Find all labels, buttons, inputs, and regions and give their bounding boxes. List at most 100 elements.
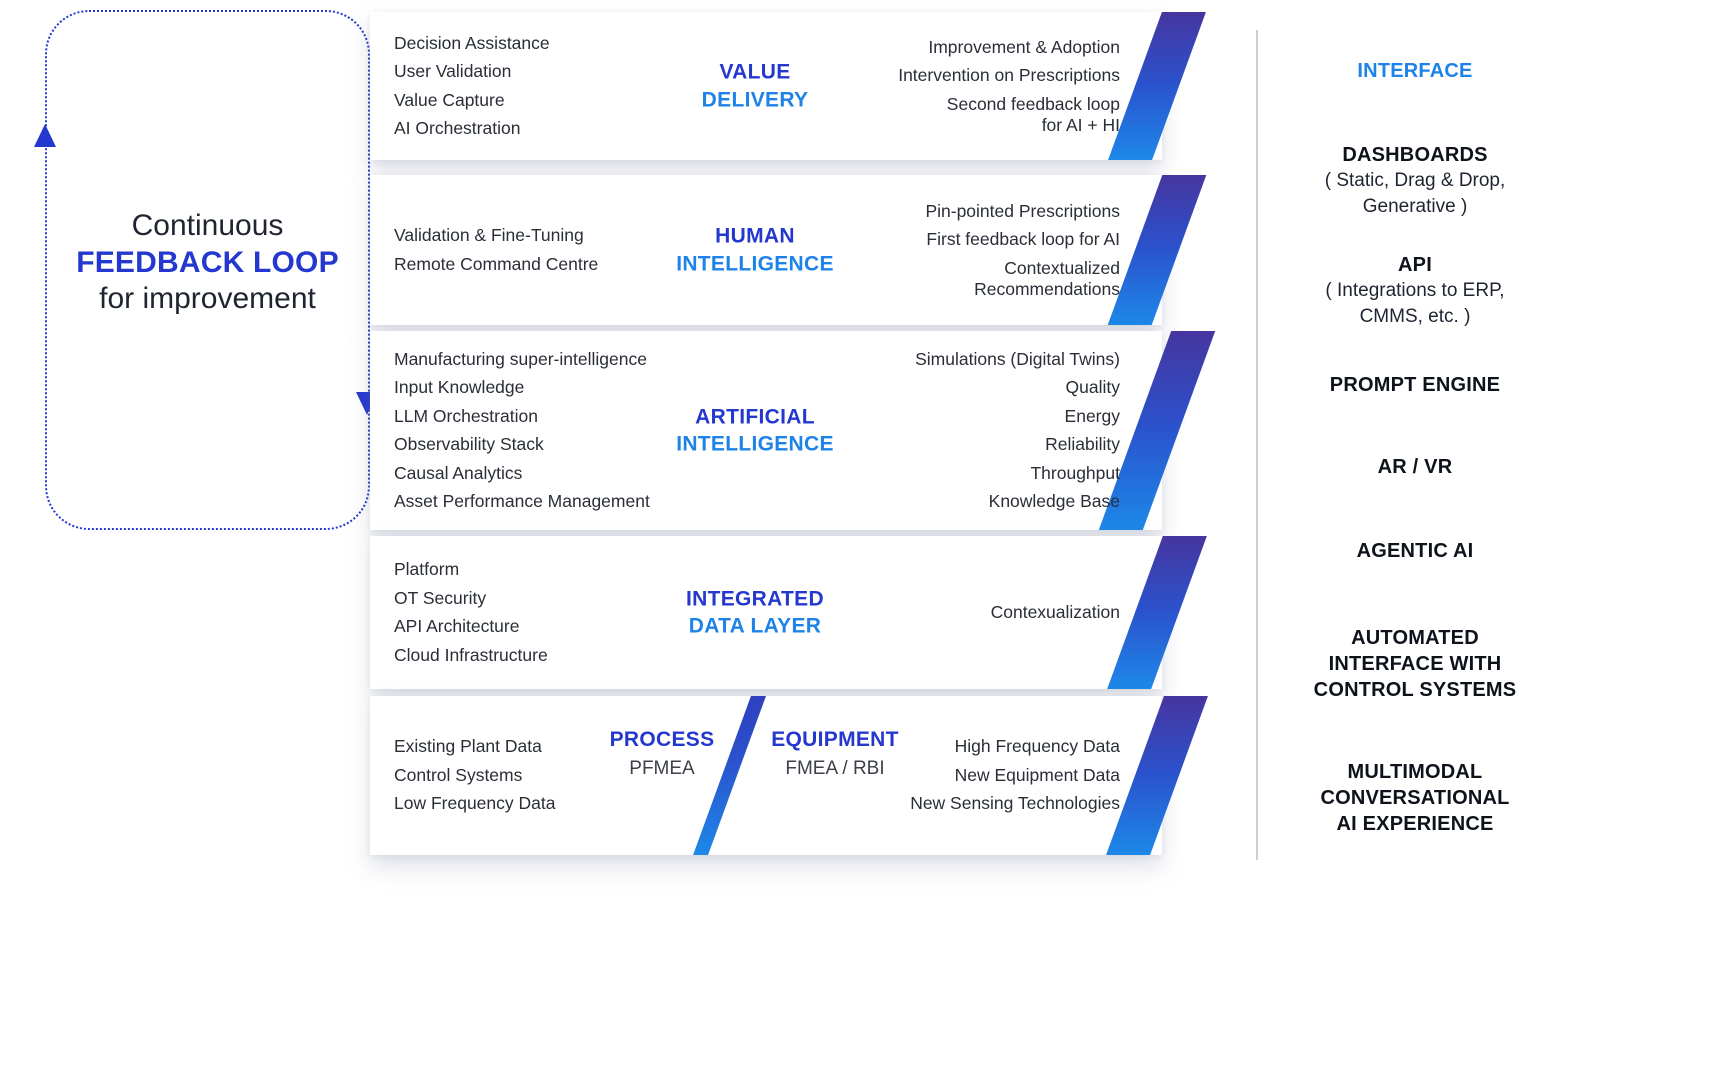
right-panel-label: INTERFACE <box>1357 60 1473 82</box>
layer-integrated-data-layer: Platform OT Security API Architecture Cl… <box>370 536 1215 689</box>
layer-item: Knowledge Base <box>988 491 1120 512</box>
layer-card <box>370 12 1162 160</box>
layer-item: OT Security <box>394 587 487 608</box>
layer-title-line1: HUMAN <box>715 224 795 248</box>
layer-title-line1: INTEGRATED <box>686 586 824 610</box>
layer-left-list: Existing Plant Data Control Systems Low … <box>394 696 555 855</box>
right-panel-label: CONVERSATIONAL <box>1320 787 1510 809</box>
layer-item: User Validation <box>394 61 512 82</box>
layer-title-line1: VALUE <box>719 60 791 84</box>
layer-item: High Frequency Data <box>954 736 1120 757</box>
layer-item: Energy <box>1064 405 1120 426</box>
layer-item: Second feedback loop for AI + HI <box>947 94 1120 135</box>
right-panel-label: CONTROL SYSTEMS <box>1313 679 1517 701</box>
layer-process-equipment: Existing Plant Data Control Systems Low … <box>370 696 1215 855</box>
layer-item: Manufacturing super-intelligence <box>394 348 647 369</box>
layer-item: New Sensing Technologies <box>910 793 1120 814</box>
layer-item: Validation & Fine-Tuning <box>394 225 584 246</box>
layer-item: Remote Command Centre <box>394 253 599 274</box>
layer-item: Cloud Infrastructure <box>394 644 548 665</box>
layer-item: Asset Performance Management <box>394 491 650 512</box>
layer-title-line2: DATA LAYER <box>688 614 822 638</box>
equipment-block: EQUIPMENT FMEA / RBI <box>745 728 925 780</box>
right-panel-label: DASHBOARDS <box>1342 144 1488 166</box>
right-panel-label: API <box>1398 254 1432 276</box>
layer-right-list: High Frequency Data New Equipment Data N… <box>910 696 1120 855</box>
vertical-divider <box>1256 30 1258 860</box>
equipment-subtitle: FMEA / RBI <box>785 758 885 779</box>
right-panel-label: AGENTIC AI <box>1356 540 1474 562</box>
right-panel-sublabel: CMMS, etc. ) <box>1359 305 1471 327</box>
layer-left-list: Manufacturing super-intelligence Input K… <box>394 331 650 530</box>
layer-left-list: Validation & Fine-Tuning Remote Command … <box>394 175 598 325</box>
layer-item: Platform <box>394 559 460 580</box>
layer-item: AI Orchestration <box>394 118 521 139</box>
right-panel-item-agentic-ai: AGENTIC AI <box>1265 538 1565 564</box>
right-panel-label: INTERFACE WITH <box>1328 653 1502 675</box>
layer-left-list: Platform OT Security API Architecture Cl… <box>394 536 548 689</box>
layer-item: Throughput <box>1030 462 1120 483</box>
layer-item: New Equipment Data <box>954 764 1120 785</box>
layer-right-list: Contexualization <box>991 536 1120 689</box>
right-panel-item-interface: INTERFACE <box>1265 58 1565 84</box>
equipment-title: EQUIPMENT <box>771 728 899 751</box>
layer-title-line2: INTELLIGENCE <box>676 252 834 275</box>
feedback-loop-label: Continuous FEEDBACK LOOP for improvement <box>45 208 370 318</box>
layer-item: Quality <box>1065 377 1120 398</box>
right-panel-item-api: API ( Integrations to ERP, CMMS, etc. ) <box>1265 252 1565 329</box>
feedback-loop-line1: Continuous <box>131 209 284 242</box>
right-panel-sublabel: Generative ) <box>1362 195 1468 217</box>
layer-title: HUMAN INTELLIGENCE <box>650 222 860 277</box>
layer-item: Low Frequency Data <box>394 793 556 814</box>
layer-item: Reliability <box>1045 434 1120 455</box>
layer-item: Contexualization <box>990 601 1120 622</box>
layer-item-line: Contextualized <box>1004 257 1120 278</box>
layer-title-line2: INTELLIGENCE <box>676 432 834 456</box>
layer-title: ARTIFICIAL INTELLIGENCE <box>650 403 860 458</box>
layer-left-list: Decision Assistance User Validation Valu… <box>394 12 550 160</box>
layer-artificial-intelligence: Manufacturing super-intelligence Input K… <box>370 331 1216 530</box>
layer-item: Existing Plant Data <box>394 736 542 757</box>
layer-item: API Architecture <box>394 616 520 637</box>
layer-item-line: for AI + HI <box>1041 114 1120 135</box>
layer-item: Intervention on Prescriptions <box>898 65 1120 86</box>
right-panel-sublabel: ( Integrations to ERP, <box>1325 280 1505 301</box>
layer-title: INTEGRATED DATA LAYER <box>650 585 860 640</box>
feedback-loop-line3: for improvement <box>99 282 316 316</box>
layer-card <box>370 331 1162 530</box>
process-subtitle: PFMEA <box>629 758 695 779</box>
layer-card <box>370 696 1162 855</box>
layer-value-delivery: Decision Assistance User Validation Valu… <box>370 12 1215 160</box>
layer-item: LLM Orchestration <box>394 405 538 426</box>
layer-item: Improvement & Adoption <box>928 36 1120 57</box>
layer-card <box>370 536 1162 689</box>
right-panel-label: AUTOMATED <box>1351 627 1479 649</box>
process-title: PROCESS <box>609 728 715 751</box>
layer-item: Causal Analytics <box>394 462 523 483</box>
right-panel-item-prompt-engine: PROMPT ENGINE <box>1265 372 1565 398</box>
layer-right-list: Pin-pointed Prescriptions First feedback… <box>925 175 1120 325</box>
layer-item: Observability Stack <box>394 434 544 455</box>
right-panel-item-ar-vr: AR / VR <box>1265 454 1565 480</box>
feedback-arrow-up-icon <box>34 124 56 147</box>
layer-right-list: Improvement & Adoption Intervention on P… <box>898 12 1120 160</box>
right-panel-label: AI EXPERIENCE <box>1336 813 1494 835</box>
right-panel-item-dashboards: DASHBOARDS ( Static, Drag & Drop, Genera… <box>1265 142 1565 219</box>
layer-item-line: Second feedback loop <box>946 93 1120 114</box>
layer-item: Decision Assistance <box>394 32 550 53</box>
right-panel-label: MULTIMODAL <box>1347 761 1483 783</box>
process-block: PROCESS PFMEA <box>582 728 742 780</box>
layer-title-line1: ARTIFICIAL <box>695 404 815 428</box>
layer-item: Simulations (Digital Twins) <box>915 348 1120 369</box>
right-panel-label: PROMPT ENGINE <box>1329 374 1501 396</box>
layer-card <box>370 175 1162 325</box>
layer-human-intelligence: Validation & Fine-Tuning Remote Command … <box>370 175 1215 325</box>
right-panel-sublabel: ( Static, Drag & Drop, <box>1324 170 1506 191</box>
layer-item: First feedback loop for AI <box>926 229 1120 250</box>
layer-item: Input Knowledge <box>394 377 525 398</box>
right-panel-item-automated-interface: AUTOMATED INTERFACE WITH CONTROL SYSTEMS <box>1265 625 1565 703</box>
layer-item: Control Systems <box>394 764 523 785</box>
layer-title-line2: DELIVERY <box>701 88 809 111</box>
right-panel-item-multimodal-ai: MULTIMODAL CONVERSATIONAL AI EXPERIENCE <box>1265 759 1565 837</box>
